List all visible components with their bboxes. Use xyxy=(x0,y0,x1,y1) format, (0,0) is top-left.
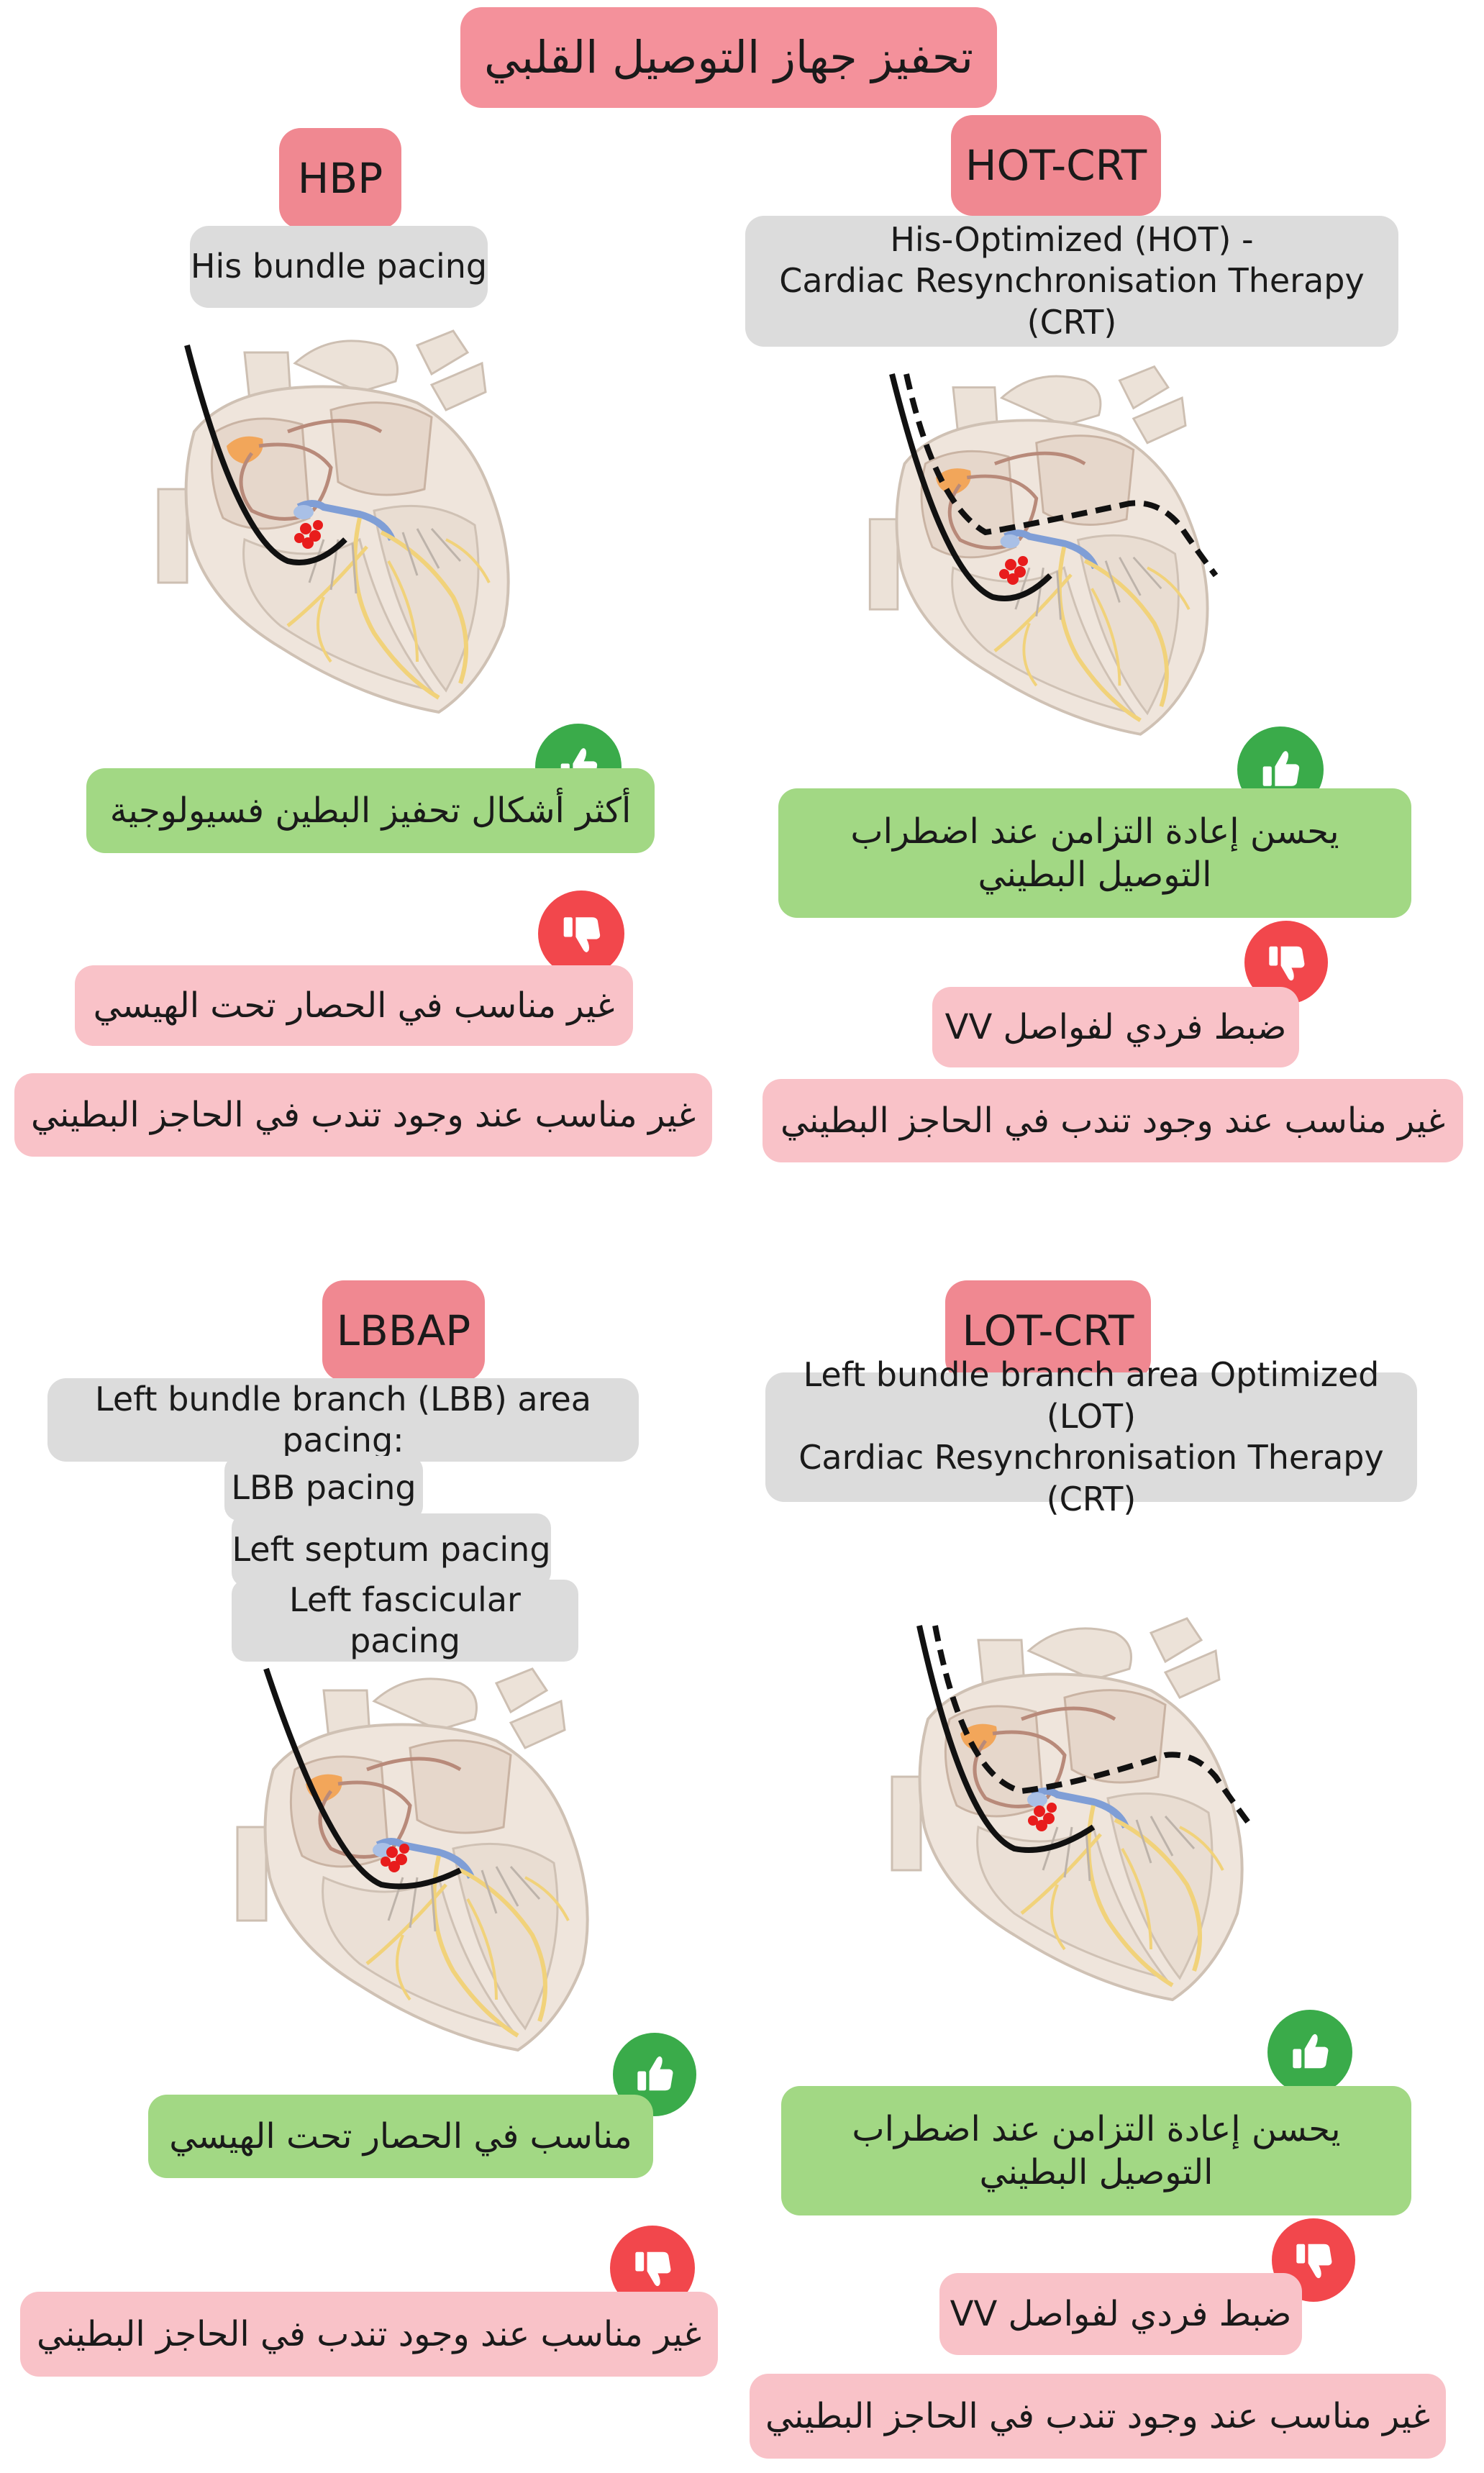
lbbap-description-2: LBB pacing xyxy=(224,1456,423,1521)
hbp-heart-illustration xyxy=(129,324,561,727)
lot-crt-description-line-2: Cardiac Resynchronisation Therapy (CRT) xyxy=(798,1438,1384,1518)
lot-crt-con-2: غير مناسب عند وجود تندب في الحاجز البطين… xyxy=(750,2374,1446,2459)
lot-crt-pacing-site xyxy=(1028,1803,1057,1831)
lot-crt-heart-illustration xyxy=(863,1611,1255,2014)
hbp-pro-1: أكثر أشكال تحفيز البطين فسيولوجية xyxy=(86,768,655,853)
hot-crt-heart-illustration xyxy=(842,360,1219,748)
lbbap-pacing-site xyxy=(381,1844,409,1872)
lbbap-description-1: Left bundle branch (LBB) area pacing: xyxy=(47,1378,639,1462)
hot-crt-pacing-site xyxy=(999,556,1028,585)
lbbap-heart-illustration xyxy=(209,1662,640,2064)
lot-crt-label: LOT-CRT xyxy=(945,1280,1151,1381)
hot-crt-description: His-Optimized (HOT) - Cardiac Resynchron… xyxy=(745,216,1398,347)
lbbap-pro-1: مناسب في الحصار تحت الهيسي xyxy=(148,2095,653,2178)
lbbap-description-4: Left fascicular pacing xyxy=(232,1580,578,1662)
hbp-label: HBP xyxy=(279,128,401,229)
hot-crt-con-2: غير مناسب عند وجود تندب في الحاجز البطين… xyxy=(763,1079,1463,1162)
hbp-con-1: غير مناسب في الحصار تحت الهيسي xyxy=(75,965,633,1046)
page-title: تحفيز جهاز التوصيل القلبي xyxy=(460,7,997,108)
hbp-con-2: غير مناسب عند وجود تندب في الحاجز البطين… xyxy=(14,1073,712,1157)
hot-crt-description-line-1: His-Optimized (HOT) - xyxy=(890,219,1254,259)
lbbap-description-3: Left septum pacing xyxy=(232,1513,551,1587)
hot-crt-label: HOT-CRT xyxy=(951,115,1161,216)
hbp-description: His bundle pacing xyxy=(190,226,488,308)
lot-crt-pro-1: يحسن إعادة التزامن عند اضطراب التوصيل ال… xyxy=(781,2086,1411,2215)
lot-crt-con-1: ضبط فردي لفواصل VV xyxy=(939,2273,1302,2355)
lot-crt-description: Left bundle branch area Optimized (LOT) … xyxy=(765,1355,1417,1518)
lot-crt-thumbs-up-icon xyxy=(1267,2010,1352,2095)
lbbap-label: LBBAP xyxy=(322,1280,485,1381)
hot-crt-con-1: ضبط فردي لفواصل VV xyxy=(932,987,1299,1067)
hot-crt-pro-1: يحسن إعادة التزامن عند اضطراب التوصيل ال… xyxy=(778,788,1411,918)
hot-crt-description-line-2: Cardiac Resynchronisation Therapy (CRT) xyxy=(779,261,1365,342)
lot-crt-description-line-1: Left bundle branch area Optimized (LOT) xyxy=(803,1355,1380,1436)
hbp-pacing-site xyxy=(294,520,323,549)
hbp-thumbs-down-icon xyxy=(538,891,624,977)
lbbap-con-1: غير مناسب عند وجود تندب في الحاجز البطين… xyxy=(20,2292,718,2377)
